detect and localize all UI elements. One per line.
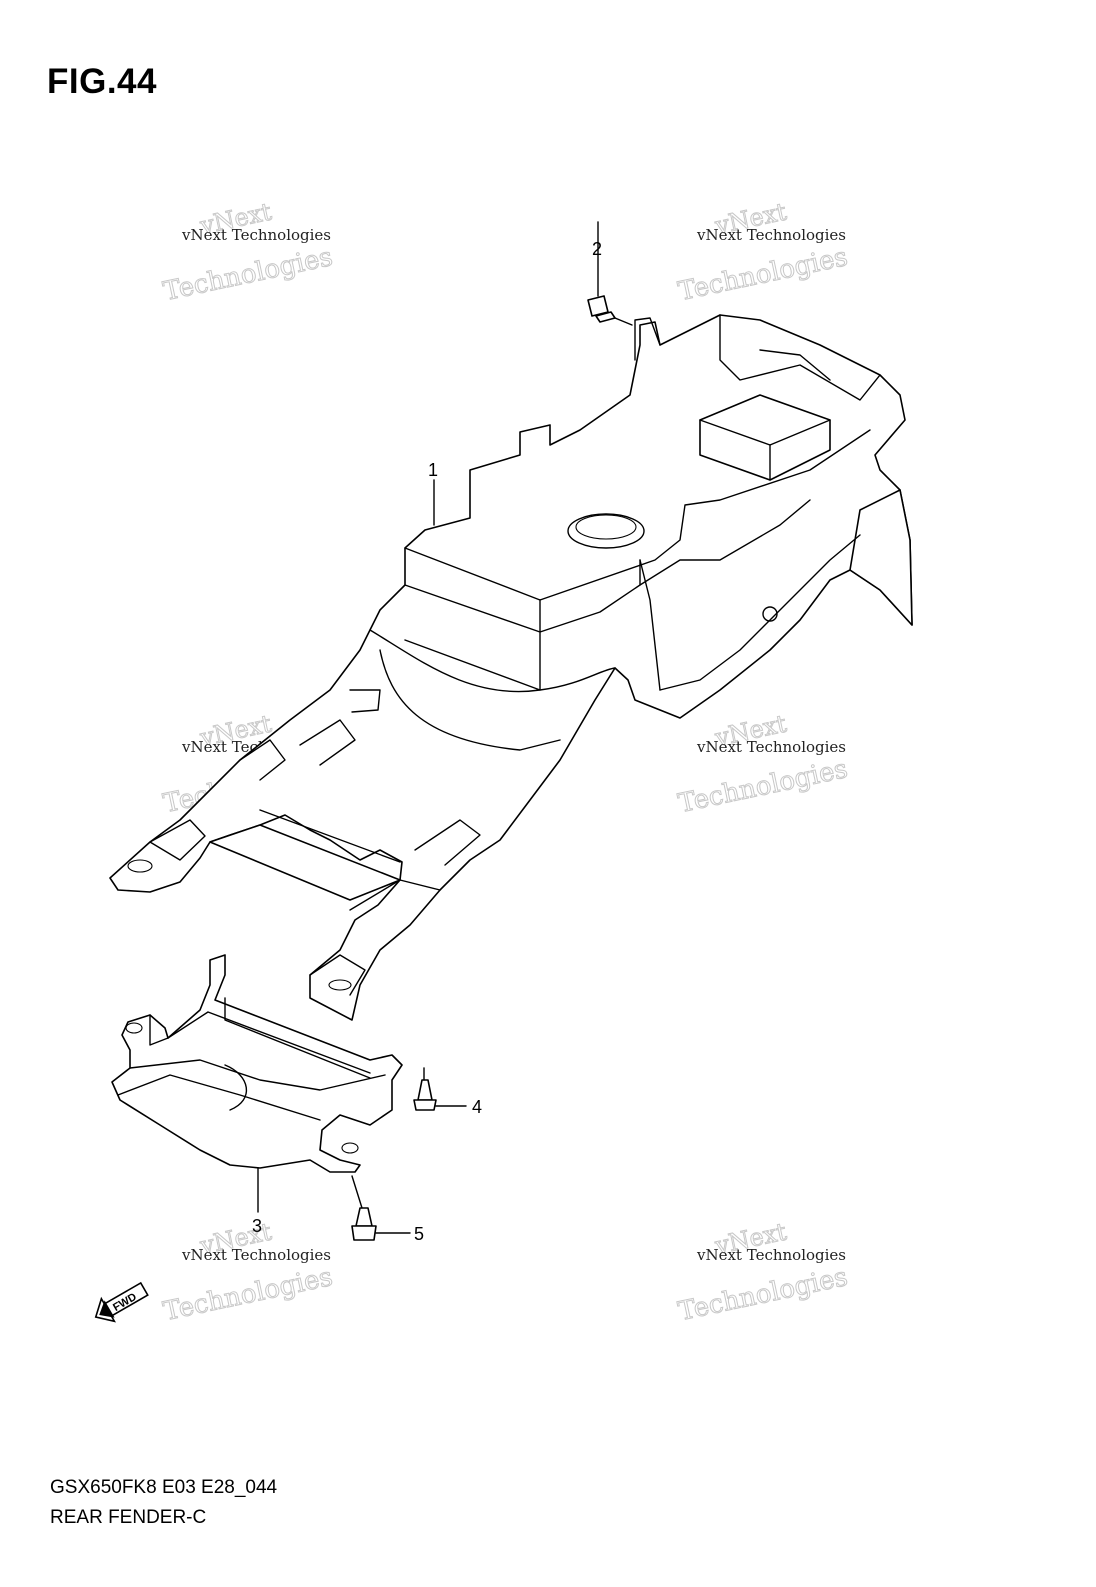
- tray-part-3: [111, 954, 403, 1173]
- watermark-name: Technologies: [676, 754, 851, 819]
- watermark-text: vNext Technologies: [181, 226, 331, 244]
- watermark-name: Technologies: [676, 242, 851, 307]
- fwd-label: FWD: [111, 1291, 139, 1314]
- watermark-mid-right: vNext vNext Technologies Technologies: [675, 709, 851, 820]
- callout-1: 1: [428, 460, 438, 480]
- forward-direction-arrow-icon: FWD: [94, 1281, 149, 1323]
- watermark-text: vNext Technologies: [696, 226, 846, 244]
- callout-3: 3: [252, 1216, 262, 1236]
- callout-5: 5: [414, 1224, 424, 1244]
- watermark-name: Technologies: [161, 1262, 336, 1327]
- watermark-text: vNext Technologies: [696, 738, 846, 756]
- figure-code: GSX650FK8 E03 E28_044: [50, 1477, 278, 1498]
- figure-name: REAR FENDER-C: [50, 1507, 207, 1528]
- watermark-name: Technologies: [676, 1262, 851, 1327]
- callout-4: 4: [472, 1097, 482, 1117]
- bolt-part-2: [587, 221, 633, 326]
- watermark-bottom-right: vNext vNext Technologies Technologies: [675, 1217, 851, 1328]
- bolt-part-5: [351, 1175, 411, 1241]
- watermark-name: Technologies: [161, 242, 336, 307]
- watermark-top-left: vNext vNext Technologies Technologies: [160, 197, 336, 308]
- watermark-text: vNext Technologies: [181, 1246, 331, 1264]
- screw-part-4: [413, 1067, 467, 1111]
- callout-2: 2: [592, 239, 602, 259]
- watermark-text: vNext Technologies: [696, 1246, 846, 1264]
- watermark-top-right: vNext vNext Technologies Technologies: [675, 197, 851, 308]
- watermark-bottom-left: vNext vNext Technologies Technologies: [160, 1217, 336, 1328]
- figure-title: FIG.44: [47, 62, 157, 101]
- rear-fender-part-1: [109, 314, 913, 1021]
